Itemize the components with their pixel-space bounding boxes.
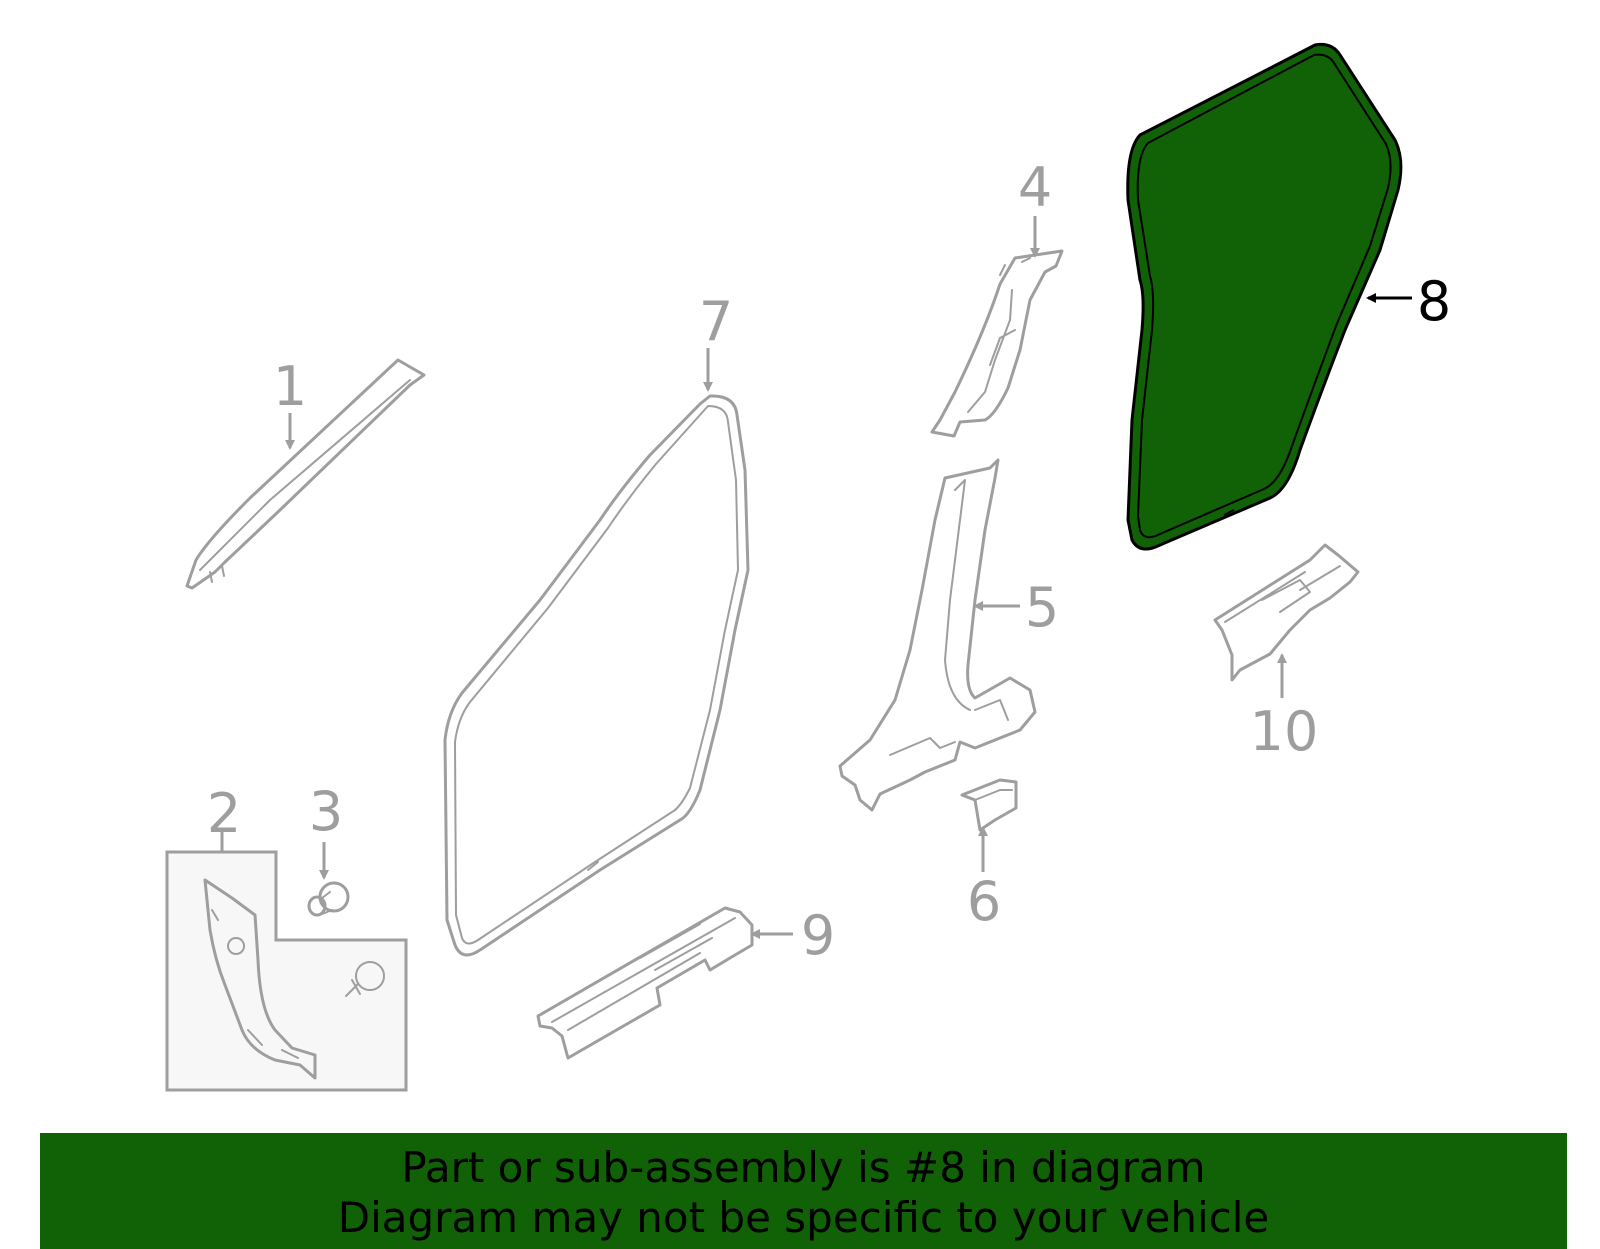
banner-line-2: Diagram may not be specific to your vehi… bbox=[337, 1193, 1270, 1242]
callout-2: 2 bbox=[207, 782, 241, 845]
part-9-scuff-plate bbox=[536, 906, 754, 1060]
part-10-bracket bbox=[1213, 543, 1360, 682]
part-1-pillar-trim bbox=[185, 358, 426, 590]
callout-3: 3 bbox=[309, 780, 343, 843]
part-3-clip bbox=[307, 881, 350, 917]
part-4-upper-trim bbox=[930, 249, 1064, 438]
callout-leaders bbox=[220, 216, 1412, 939]
part-5-lower-trim bbox=[838, 458, 1037, 812]
part-8-door-seal bbox=[1126, 43, 1403, 551]
callout-6: 6 bbox=[967, 870, 1001, 933]
callout-4: 4 bbox=[1018, 156, 1052, 219]
part-2-subassembly bbox=[165, 850, 408, 1092]
part-7-weatherstrip bbox=[443, 394, 750, 957]
callout-9: 9 bbox=[801, 904, 835, 967]
callout-7: 7 bbox=[699, 290, 733, 353]
part-6-bracket bbox=[960, 778, 1018, 832]
callout-8: 8 bbox=[1417, 270, 1451, 333]
callout-5: 5 bbox=[1025, 576, 1059, 639]
callout-labels: 1 2 3 4 5 6 7 8 9 10 bbox=[207, 156, 1451, 967]
info-banner: Part or sub-assembly is #8 in diagram Di… bbox=[40, 1133, 1567, 1249]
banner-line-1: Part or sub-assembly is #8 in diagram bbox=[401, 1143, 1206, 1192]
callout-10: 10 bbox=[1250, 700, 1319, 763]
callout-1: 1 bbox=[273, 355, 307, 418]
